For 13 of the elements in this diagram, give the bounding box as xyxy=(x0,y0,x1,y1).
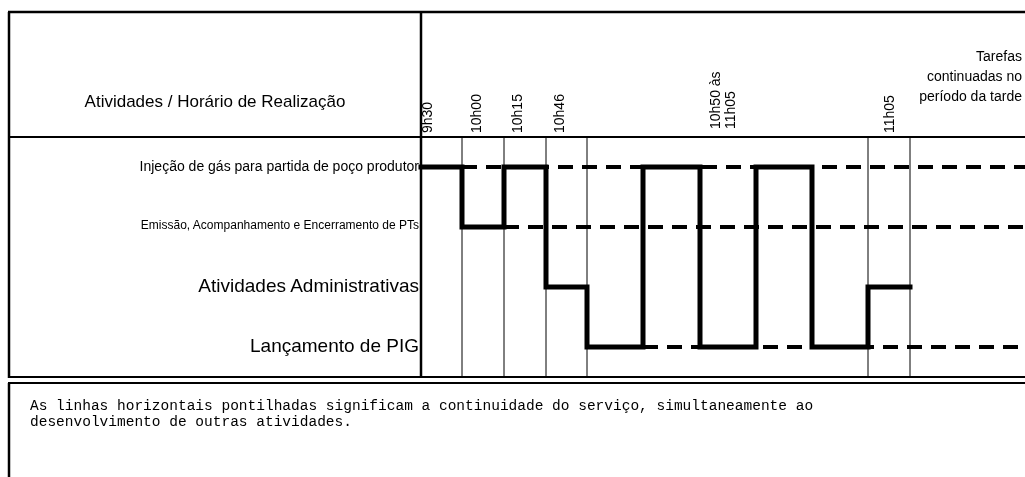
activity-label: Lançamento de PIG xyxy=(250,335,419,357)
activity-label: Injeção de gás para partida de poço produtor xyxy=(139,158,419,175)
note-text: As linhas horizontais pontilhadas significam a continuidade do serviço, simultaneamente ao desenvolvimento de outras atividades. xyxy=(30,398,815,430)
column-header: Tarefas continuadas no período da tarde xyxy=(918,47,1022,106)
activity-label: Atividades Administrativas xyxy=(198,275,419,297)
activity-label: Emissão, Acompanhamento e Encerramento de PTs xyxy=(140,219,419,233)
time-label: 10h00 xyxy=(469,93,484,133)
time-label: 10h50 às 11h05 xyxy=(708,70,738,129)
column-header: Atividades / Horário de Realização xyxy=(83,92,347,112)
time-label: 11h05 xyxy=(882,94,897,133)
time-label: 9h30 xyxy=(420,100,435,133)
time-label: 10h46 xyxy=(552,93,567,133)
time-label: 10h15 xyxy=(510,93,525,133)
